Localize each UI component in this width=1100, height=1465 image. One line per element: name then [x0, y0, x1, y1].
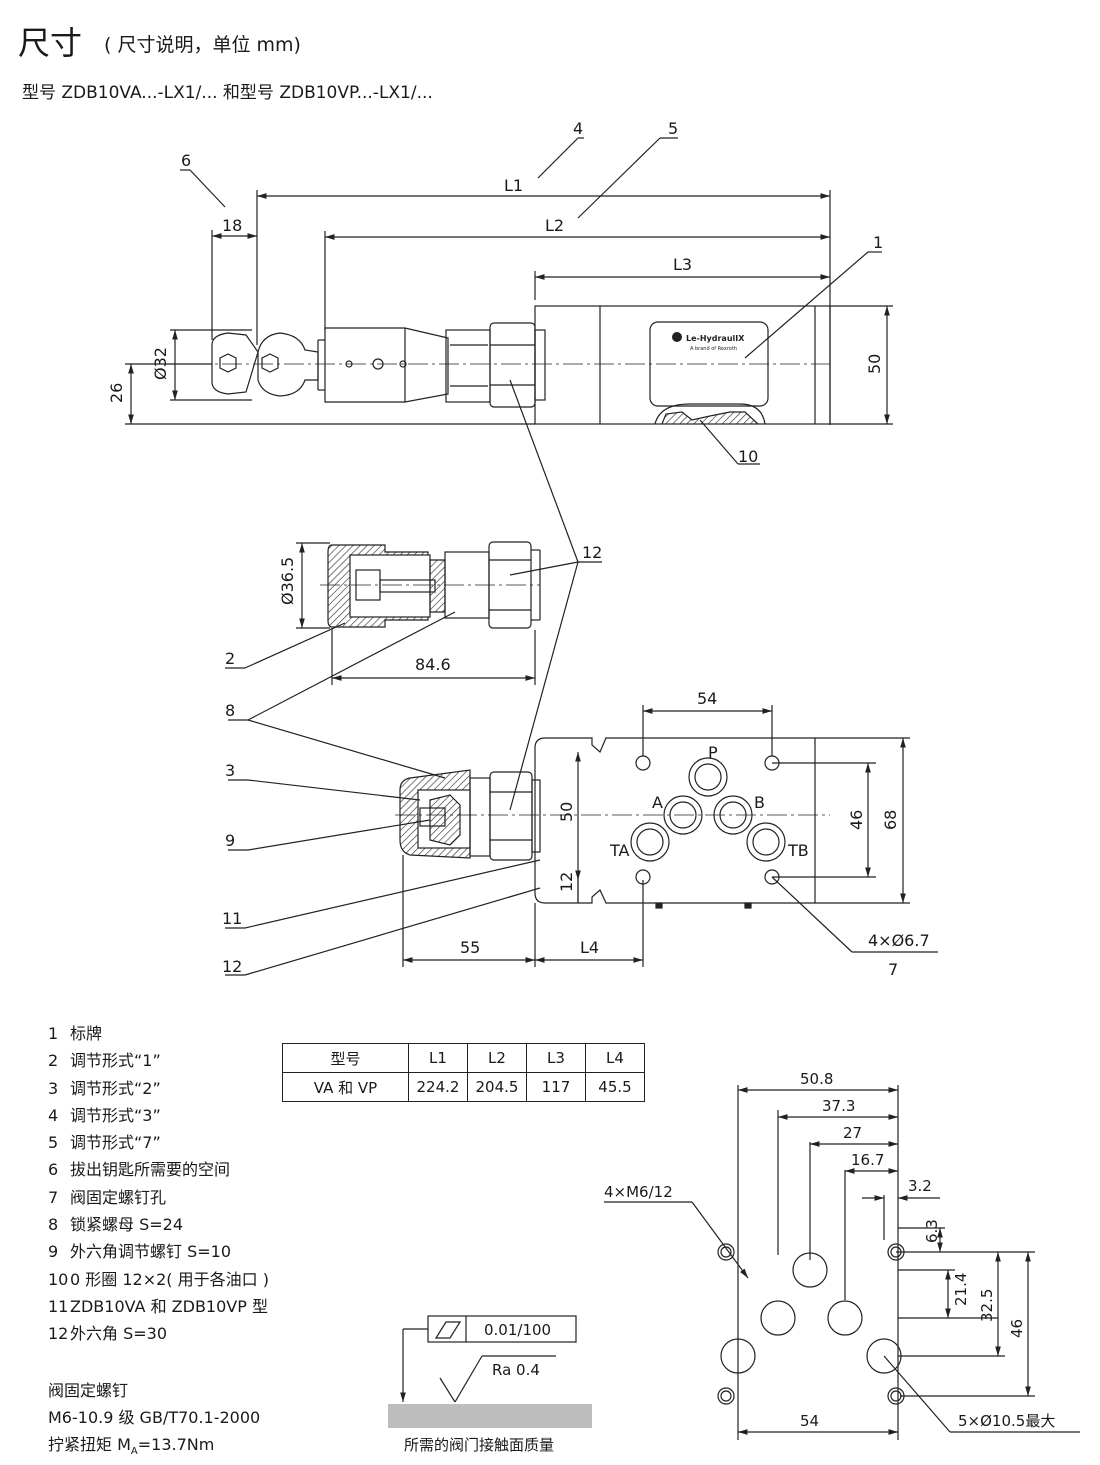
table-row: VA 和 VP 224.2 204.5 117 45.5	[282, 1072, 645, 1102]
port-p: P	[708, 743, 718, 762]
callout-8: 8	[225, 701, 235, 720]
callout-4: 4	[573, 119, 583, 138]
table-header: L2	[467, 1043, 527, 1073]
dim-50: 50	[865, 354, 884, 374]
callout-11: 11	[222, 909, 242, 928]
nameplate-brand: Le-HydraulIX	[686, 334, 745, 343]
port-tb: TB	[787, 841, 809, 860]
callout-3: 3	[225, 761, 235, 780]
table-cell: 224.2	[408, 1072, 468, 1102]
dim-l4: L4	[580, 938, 599, 957]
table-header: L4	[585, 1043, 645, 1073]
dim-55: 55	[460, 938, 480, 957]
pattern-16-7: 16.7	[851, 1151, 884, 1169]
surface-caption: 所需的阀门接触面质量	[404, 1436, 555, 1454]
dim-54: 54	[697, 689, 717, 708]
contact-surface	[388, 1404, 592, 1428]
pattern-50-8: 50.8	[800, 1070, 833, 1088]
pattern-37-3: 37.3	[822, 1097, 855, 1115]
page-subtitle: ( 尺寸说明，单位 mm)	[104, 34, 301, 56]
table-cell: 204.5	[467, 1072, 527, 1102]
dim-d36-5: Ø36.5	[278, 557, 297, 605]
nameplate-sub: A brand of Rexroth	[690, 346, 737, 352]
dimension-table: 型号 L1 L2 L3 L4 VA 和 VP 224.2 204.5 117 4…	[282, 1043, 645, 1102]
dim-50-inner: 50	[557, 802, 576, 822]
screw-torque: 拧紧扭矩 MA=13.7Nm	[48, 1435, 215, 1458]
dim-l1: L1	[504, 176, 523, 195]
port-b: B	[754, 793, 765, 812]
table-header: L1	[408, 1043, 468, 1073]
table-header: 型号	[282, 1043, 409, 1073]
callout-5: 5	[668, 119, 678, 138]
table-cell: VA 和 VP	[282, 1072, 409, 1102]
callout-9: 9	[225, 831, 235, 850]
dim-l3: L3	[673, 255, 692, 274]
callout-12: 12	[582, 543, 602, 562]
port-ta: TA	[609, 841, 630, 860]
callout-7: 7	[888, 960, 898, 979]
port-a: A	[652, 793, 663, 812]
table-header-row: 型号 L1 L2 L3 L4	[282, 1043, 645, 1073]
callout-2: 2	[225, 649, 235, 668]
dim-4x6-7: 4×Ø6.7	[868, 931, 930, 950]
pattern-thread: 4×M6/12	[604, 1183, 673, 1201]
table-cell: 117	[526, 1072, 586, 1102]
dim-12: 12	[557, 872, 576, 892]
table-header: L3	[526, 1043, 586, 1073]
page-title: 尺寸	[18, 24, 83, 62]
pattern-46: 46	[1008, 1319, 1026, 1338]
screw-spec: M6-10.9 级 GB/T70.1-2000	[48, 1408, 261, 1427]
roughness-value: Ra 0.4	[492, 1361, 540, 1379]
dim-l2: L2	[545, 216, 564, 235]
dim-68: 68	[881, 810, 900, 830]
dim-18: 18	[222, 216, 242, 235]
flatness-value: 0.01/100	[484, 1321, 551, 1339]
screw-title: 阀固定螺钉	[48, 1381, 129, 1400]
dim-26: 26	[107, 383, 126, 403]
callout-1: 1	[873, 233, 883, 252]
dim-d32: Ø32	[151, 347, 170, 380]
screw-info: 阀固定螺钉 M6-10.9 级 GB/T70.1-2000 拧紧扭矩 MA=13…	[48, 1377, 260, 1465]
pattern-54: 54	[800, 1412, 819, 1430]
pattern-27: 27	[843, 1124, 862, 1142]
pattern-holes: 5×Ø10.5最大	[958, 1412, 1055, 1430]
table-cell: 45.5	[585, 1072, 645, 1102]
pattern-6-3: 6.3	[923, 1219, 941, 1243]
callout-6: 6	[181, 151, 191, 170]
callout-12b: 12	[222, 957, 242, 976]
pattern-3-2: 3.2	[908, 1177, 932, 1195]
pattern-32-5: 32.5	[978, 1289, 996, 1322]
dim-46: 46	[847, 810, 866, 830]
dim-84-6: 84.6	[415, 655, 451, 674]
model-line: 型号 ZDB10VA...-LX1/... 和型号 ZDB10VP...-LX1…	[22, 83, 433, 103]
pattern-21-4: 21.4	[952, 1273, 970, 1306]
brand-logo-icon	[672, 332, 682, 342]
callout-10: 10	[738, 447, 758, 466]
